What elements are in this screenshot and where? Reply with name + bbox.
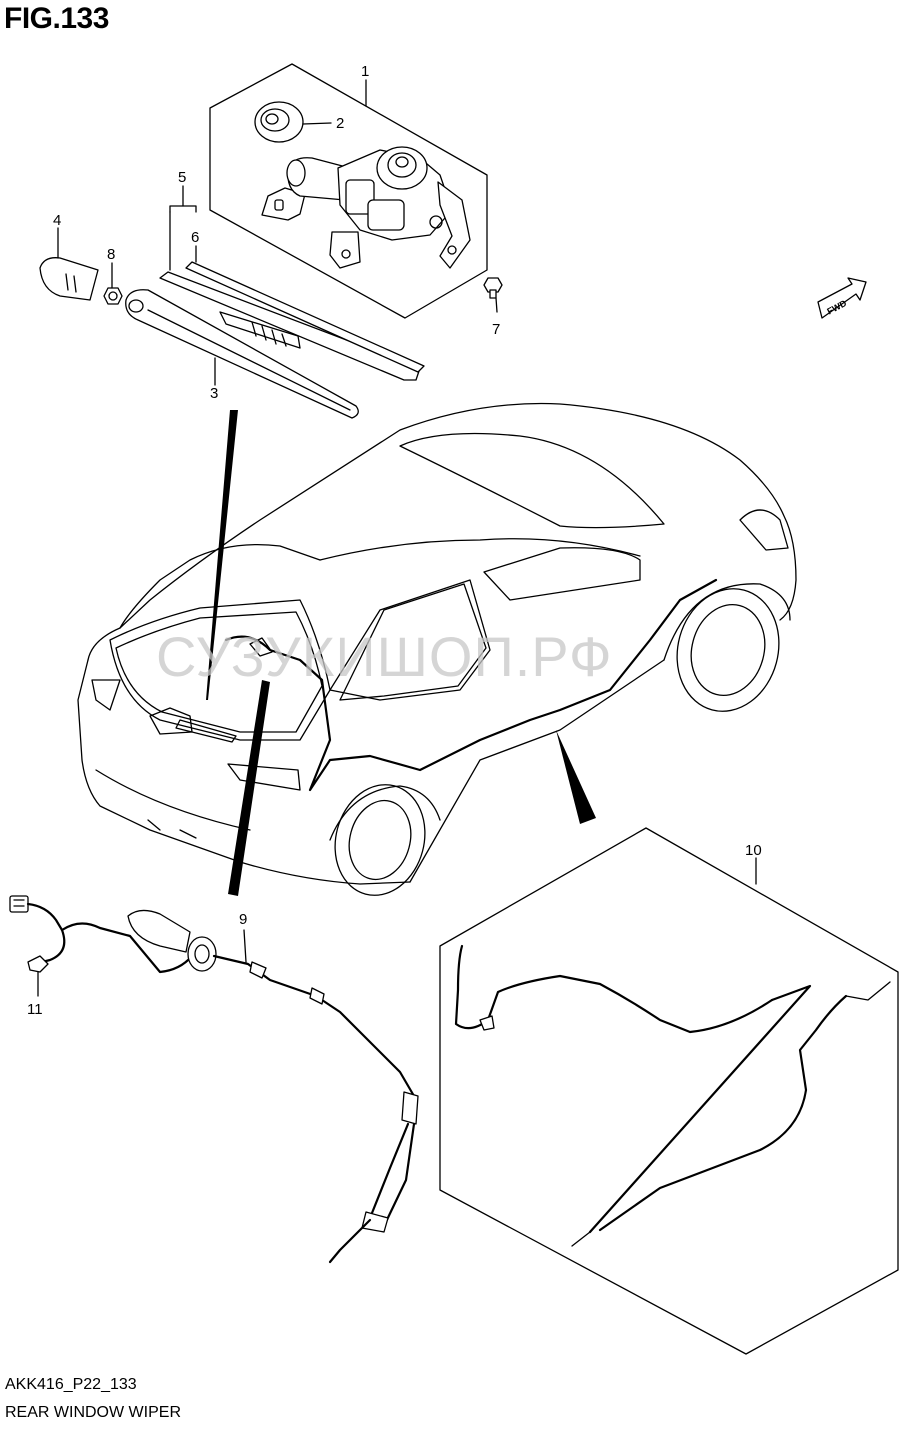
callout-2[interactable]: 2 <box>336 115 344 132</box>
callout-10[interactable]: 10 <box>745 842 762 859</box>
callout-9[interactable]: 9 <box>239 911 247 928</box>
figure-code: AKK416_P22_133 <box>5 1376 137 1393</box>
callout-3[interactable]: 3 <box>210 385 218 402</box>
callout-11[interactable]: 11 <box>27 1001 43 1018</box>
callout-8[interactable]: 8 <box>107 246 115 263</box>
callout-4[interactable]: 4 <box>53 212 61 229</box>
figure-name: REAR WINDOW WIPER <box>5 1404 181 1421</box>
nut-part[interactable] <box>103 262 123 305</box>
forward-arrow-icon: FWD <box>817 277 867 319</box>
hose-box-outline <box>439 827 899 1355</box>
clip-part[interactable] <box>27 955 49 997</box>
car-illustration <box>77 402 797 896</box>
wiper-blade-part[interactable] <box>159 185 425 381</box>
figure-title: FIG.133 <box>4 2 109 35</box>
grommet-part[interactable] <box>254 101 332 143</box>
motor-assembly-group[interactable] <box>209 63 488 319</box>
callout-6[interactable]: 6 <box>191 229 199 246</box>
callout-1[interactable]: 1 <box>361 63 369 80</box>
wiring-harness-part[interactable] <box>9 895 419 1264</box>
callout-7[interactable]: 7 <box>492 321 500 338</box>
watermark-text: СУЗУКИШОП.РФ <box>156 625 613 688</box>
wiper-motor-part[interactable] <box>261 146 471 269</box>
callout-5[interactable]: 5 <box>178 169 186 186</box>
assembly-box-outline <box>209 63 488 319</box>
wiper-cap-part[interactable] <box>39 227 99 301</box>
pointer-wedge-arm <box>206 410 238 700</box>
washer-hose-group[interactable] <box>439 827 899 1355</box>
bolt-part[interactable] <box>483 277 503 313</box>
pointer-wedge-hose <box>556 730 596 824</box>
wiper-arm-part[interactable] <box>125 289 359 419</box>
pointer-wedge-harness <box>228 680 270 896</box>
